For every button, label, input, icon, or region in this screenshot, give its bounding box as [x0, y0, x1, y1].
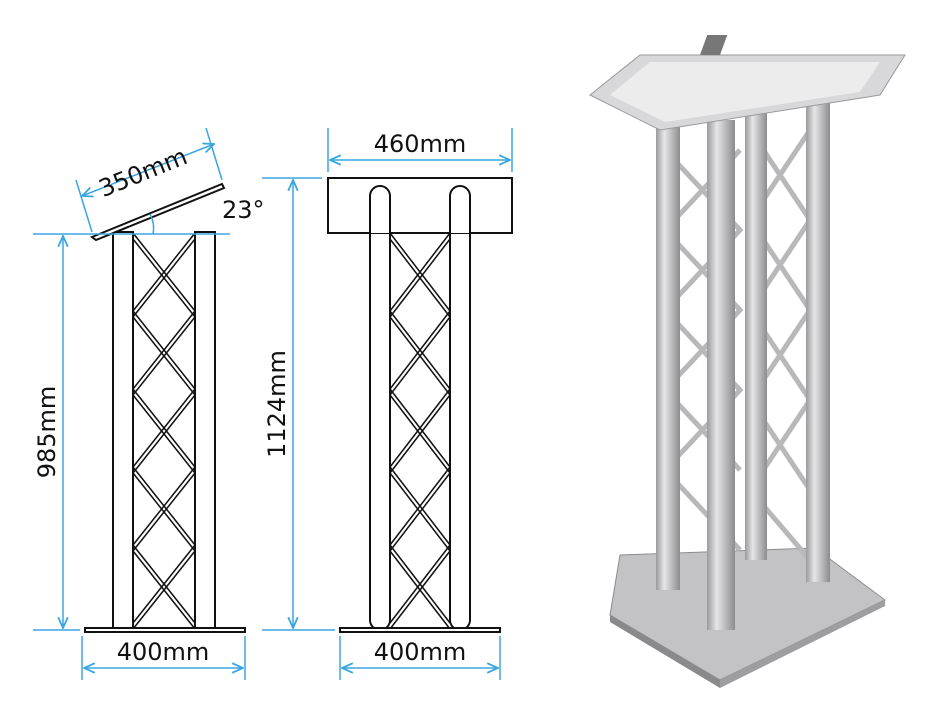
side-post-left — [112, 231, 134, 631]
side-base-label: 400mm — [117, 638, 210, 666]
front-post-top-right — [449, 185, 471, 233]
lattice-brace — [132, 232, 196, 312]
front-base-label: 400mm — [374, 638, 467, 666]
side-view: 350mm 23° 985mm 400mm — [33, 127, 265, 680]
lattice-brace — [389, 472, 451, 552]
lattice-brace — [389, 310, 451, 390]
lectern-photo — [589, 35, 906, 688]
front-base-plate — [339, 627, 501, 633]
front-view: 460mm 1124mm 400mm — [262, 128, 513, 680]
lattice-brace — [132, 550, 196, 630]
desk-angle-label: 23° — [222, 196, 265, 224]
lattice-brace — [132, 316, 196, 396]
front-post-right — [449, 191, 471, 631]
lattice-brace — [389, 316, 451, 396]
lattice-brace — [132, 238, 196, 318]
lattice-brace — [132, 310, 196, 390]
lattice-brace — [132, 544, 196, 624]
lattice-brace — [389, 466, 451, 546]
side-lattice — [132, 232, 196, 630]
side-height-label: 985mm — [33, 386, 61, 479]
lattice-brace — [132, 394, 196, 474]
lattice-brace — [389, 238, 451, 318]
lattice-brace — [132, 466, 196, 546]
front-top-plate — [327, 177, 513, 234]
side-desk — [89, 182, 226, 242]
lattice-brace — [132, 472, 196, 552]
side-post-right — [194, 231, 216, 631]
lattice-brace — [389, 394, 451, 474]
front-lattice — [389, 232, 451, 630]
lattice-brace — [389, 544, 451, 624]
total-height-label: 1124mm — [263, 350, 291, 458]
lattice-brace — [389, 232, 451, 312]
lattice-brace — [132, 388, 196, 468]
front-post-left — [369, 191, 391, 631]
top-width-label: 460mm — [374, 130, 467, 158]
desk-width-label: 350mm — [95, 142, 191, 203]
side-base-plate — [84, 627, 246, 633]
front-post-top-left — [369, 185, 391, 233]
lattice-brace — [389, 550, 451, 630]
lattice-brace — [389, 388, 451, 468]
